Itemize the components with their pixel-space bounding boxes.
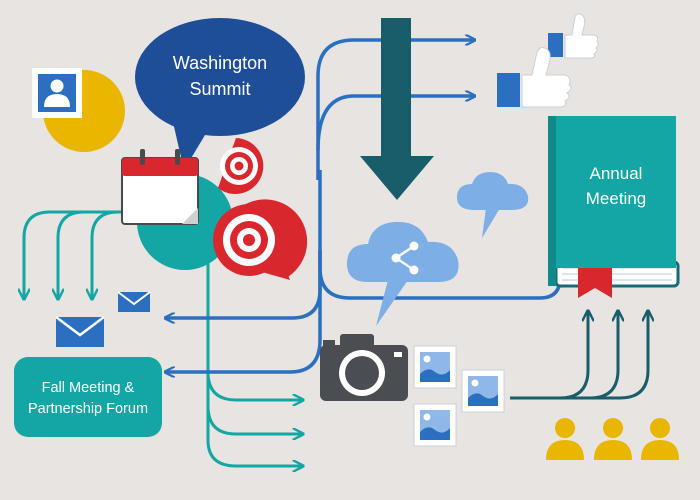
annual-meeting-label: Annual Meeting [585,164,647,208]
target-pin-icon [218,138,264,194]
thumbs-up-icon [497,47,572,108]
envelope-icon [117,291,151,312]
camera-icon [320,334,408,401]
blue-connectors [166,40,562,372]
photo-icon [413,345,457,389]
thumbs-up-icon [548,13,599,59]
envelope-icon [55,316,105,347]
fall-meeting-box [14,357,162,437]
photo-icon [461,369,505,413]
share-cloud-icon [346,221,459,326]
photo-icon [413,403,457,447]
profile-card-icon [32,68,125,152]
people-icon [546,418,679,460]
cloud-icon [456,172,529,238]
down-arrow-icon [360,18,434,200]
fall-meeting-label: Fall Meeting & Partnership Forum [27,380,149,417]
target-pin-icon [213,199,308,280]
dark-teal-connectors [510,312,648,400]
calendar-icon [121,149,199,225]
washington-summit-label: Washington Summit [172,53,268,99]
book-icon [548,116,680,298]
